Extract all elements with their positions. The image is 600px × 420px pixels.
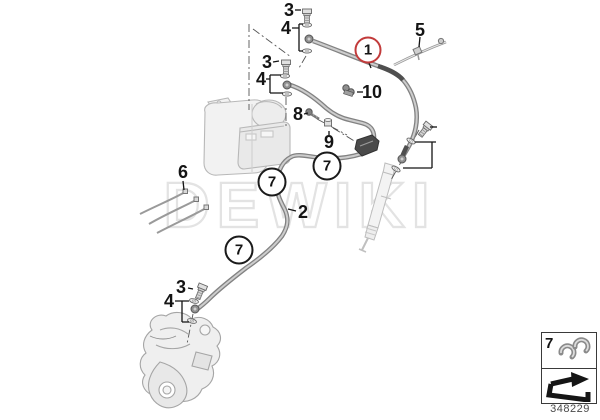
callout-7-clip-a: 7	[312, 151, 342, 181]
legend-direction-cell	[542, 369, 596, 403]
callout-4-caliper: 4	[163, 291, 175, 311]
callout-1-highlighted: 1	[354, 36, 382, 64]
legend-box: 7	[541, 332, 597, 404]
callout-6: 6	[177, 162, 189, 182]
callout-3-caliper: 3	[175, 277, 187, 297]
callout-9: 9	[323, 132, 335, 152]
banjo-stack-lower-abs	[279, 59, 293, 97]
leader-lines	[175, 9, 437, 323]
callout-10: 10	[361, 82, 383, 102]
cable-ties	[139, 188, 209, 234]
callout-7-clip-b: 7	[257, 167, 287, 197]
banjo-stack-upper-abs	[301, 8, 314, 54]
abs-module	[203, 97, 291, 176]
callout-4-upper-abs: 4	[280, 18, 292, 38]
callout-4-lower-abs: 4	[255, 69, 267, 89]
hose-holder-bracket	[354, 134, 380, 157]
banjo-stack-master-cylinder	[390, 120, 434, 174]
clamp	[342, 84, 355, 97]
rear-brake-caliper	[139, 311, 222, 409]
brake-line-2	[194, 82, 377, 312]
hose-clip-icon	[558, 337, 591, 360]
legend-part-cell: 7	[542, 333, 596, 369]
hose-protector-sleeve	[377, 63, 405, 82]
diagram-number: 348229	[550, 403, 590, 415]
callout-8: 8	[292, 104, 304, 124]
callout-3-lower-abs: 3	[261, 52, 273, 72]
holder-nut	[324, 118, 332, 127]
cable-strap	[393, 37, 447, 67]
direction-arrow-icon	[546, 372, 591, 402]
callout-2: 2	[297, 202, 309, 222]
callout-3-upper-abs: 3	[283, 0, 295, 20]
legend-part-number: 7	[545, 335, 554, 352]
hose-holder-highlight	[359, 140, 374, 147]
callout-7-clip-c: 7	[224, 235, 254, 265]
callout-5: 5	[414, 20, 426, 40]
holder-screw	[305, 108, 320, 121]
